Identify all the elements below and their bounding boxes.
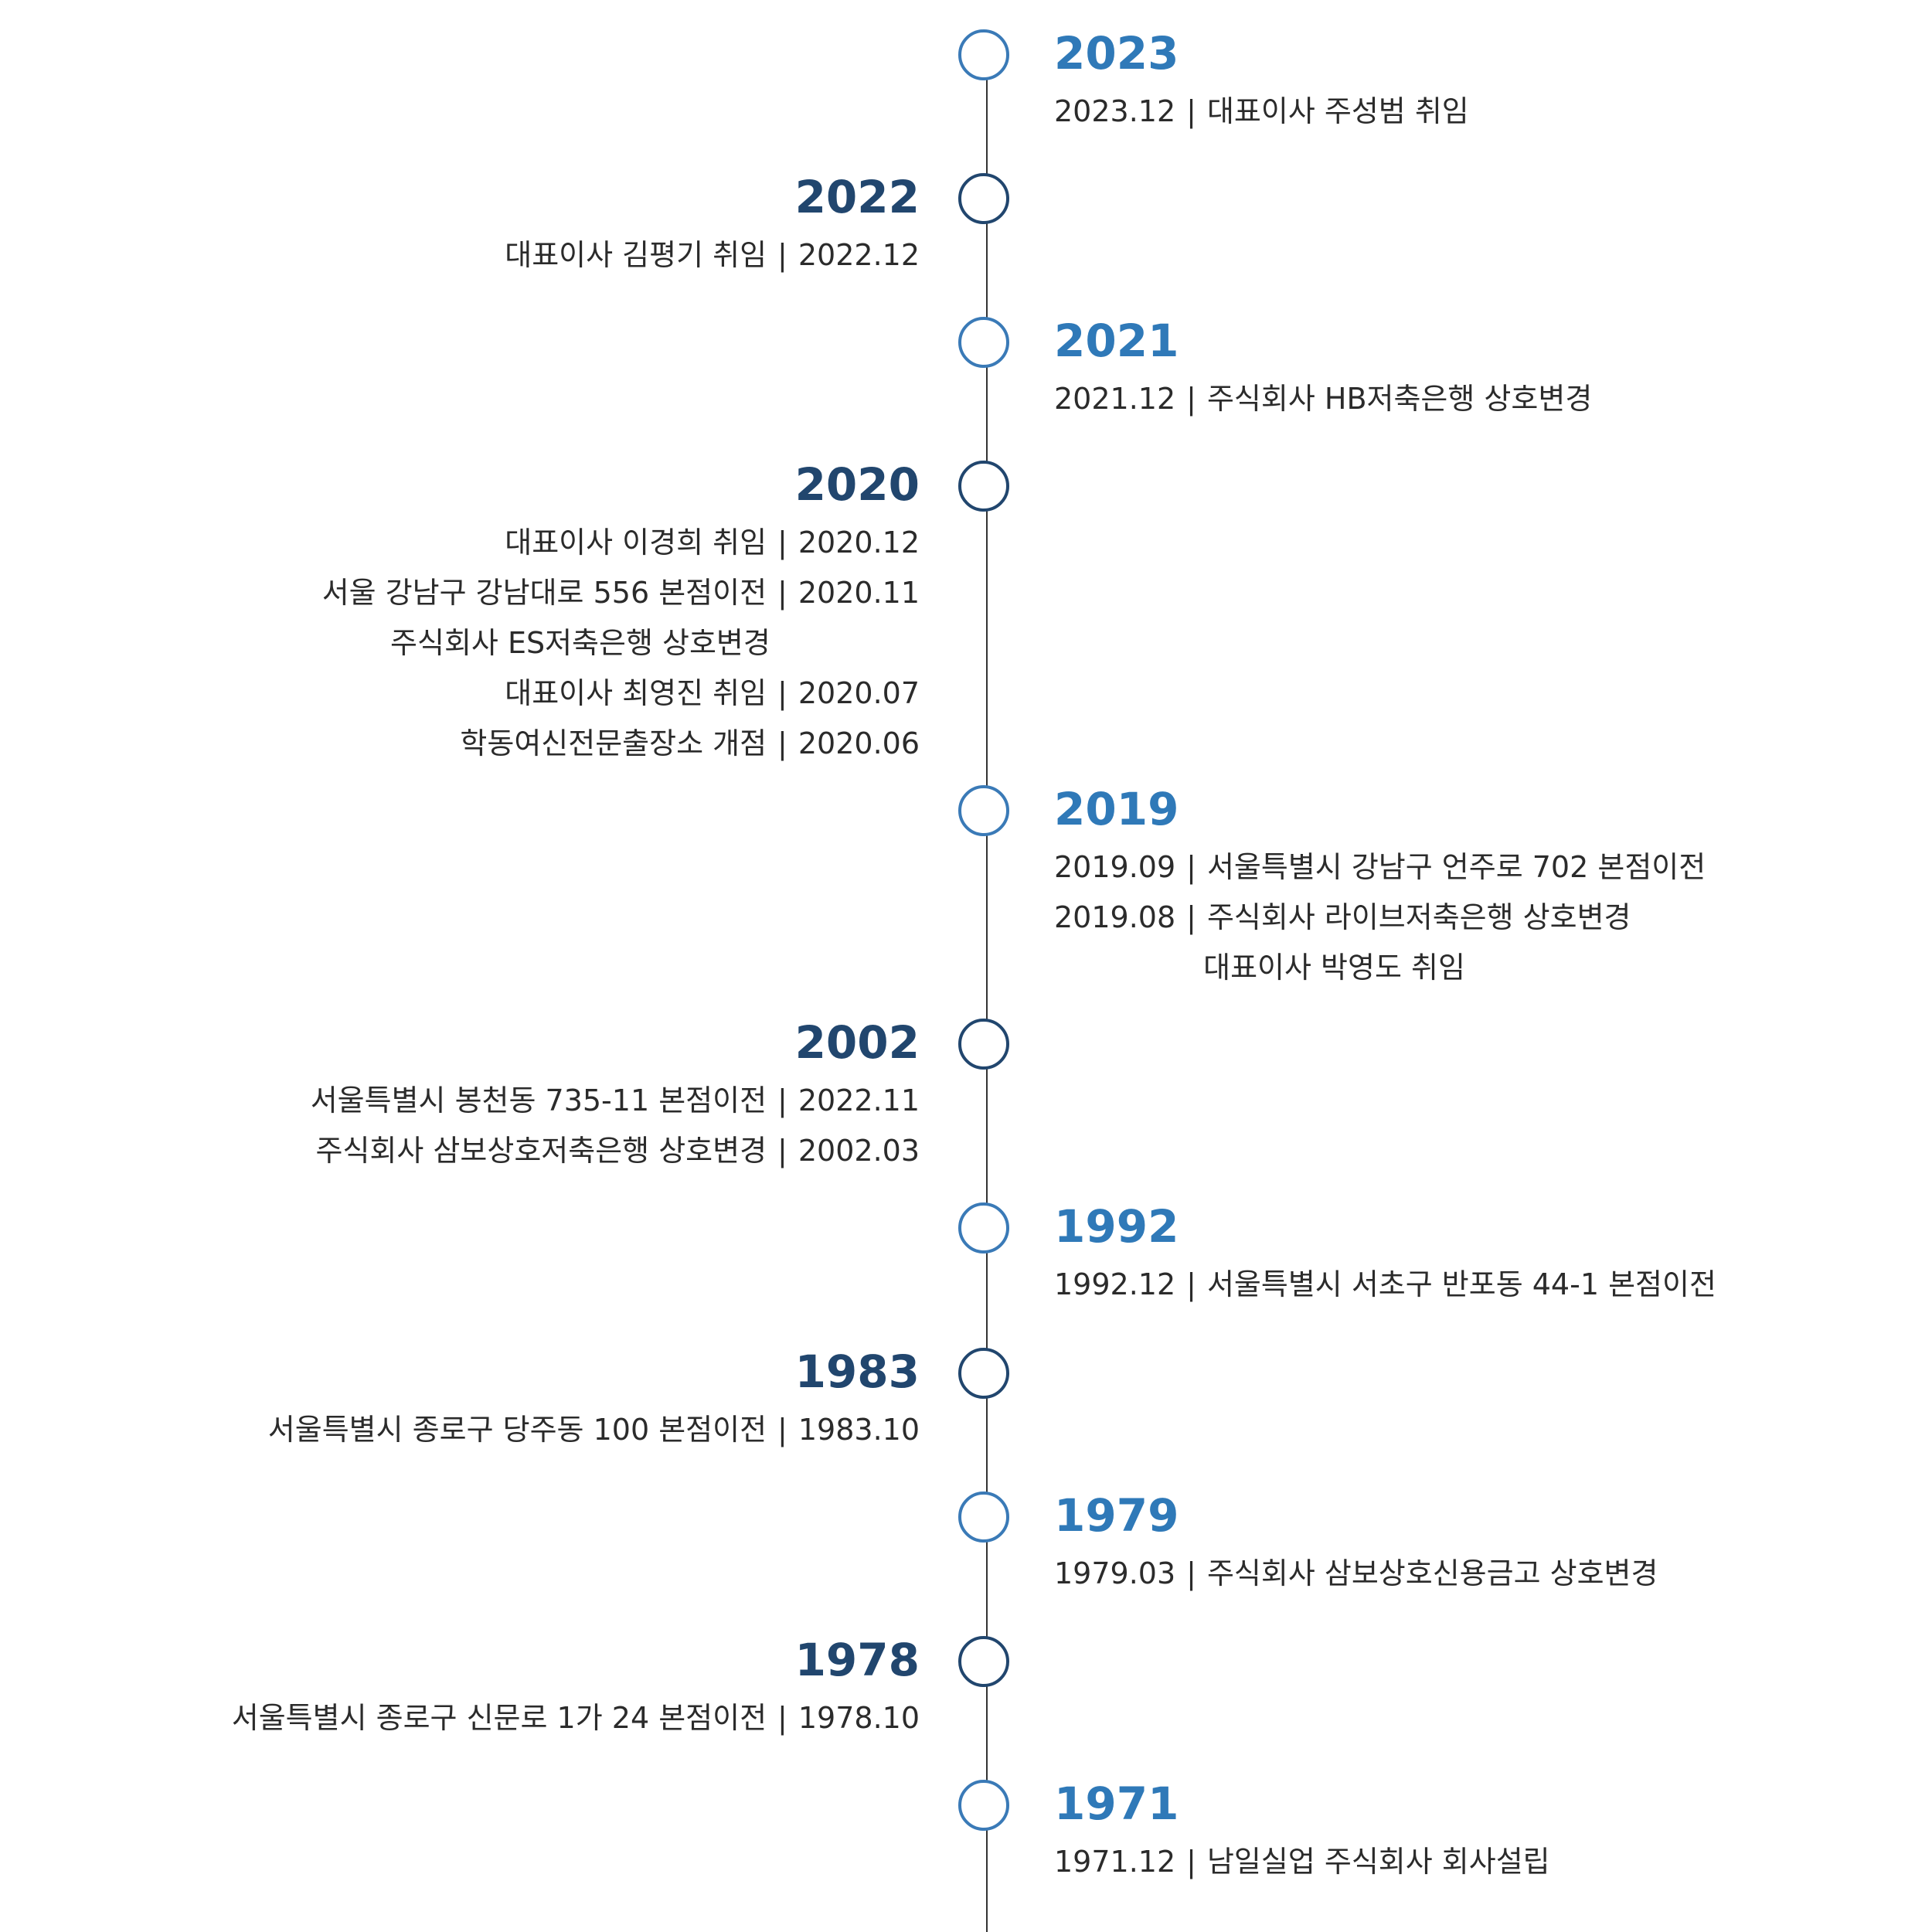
history-item-date: 2022.11	[798, 1083, 920, 1117]
timeline-node-1978	[958, 1636, 1009, 1687]
history-item-date: 1971.12	[1054, 1845, 1176, 1879]
history-item-text: 주식회사 ES저축은행 상호변경	[390, 626, 770, 660]
history-item-text: 서울특별시 봉천동 735-11 본점이전	[310, 1083, 767, 1117]
history-item-text: 서울특별시 종로구 당주동 100 본점이전	[267, 1413, 767, 1447]
year-label-1978: 1978	[794, 1634, 920, 1686]
history-item-text: 주식회사 라이브저축은행 상호변경	[1206, 900, 1631, 934]
history-item: 서울특별시 종로구 신문로 1가 24 본점이전 | 1978.10	[232, 1699, 920, 1736]
history-item-separator: |	[1186, 1267, 1196, 1301]
history-item: 주식회사 ES저축은행 상호변경	[390, 624, 920, 662]
year-label-1971: 1971	[1054, 1777, 1179, 1830]
history-item-date: 1979.03	[1054, 1556, 1176, 1590]
year-label-2021: 2021	[1054, 315, 1179, 367]
history-item-text: 대표이사 최영진 취임	[505, 676, 767, 710]
history-item-date: 2019.09	[1054, 850, 1176, 884]
year-label-2002: 2002	[794, 1016, 920, 1069]
history-item-date: 2021.12	[1054, 382, 1176, 416]
timeline-node-2002	[958, 1019, 1009, 1070]
history-item: 주식회사 삼보상호저축은행 상호변경 | 2002.03	[316, 1132, 920, 1169]
history-item-text: 서울특별시 종로구 신문로 1가 24 본점이전	[231, 1701, 767, 1735]
history-item-separator: |	[1186, 94, 1196, 128]
timeline-node-2023	[958, 29, 1009, 80]
history-item-separator: |	[777, 1413, 787, 1447]
history-item-date: 2022.12	[798, 238, 920, 272]
history-item-date: 2002.03	[798, 1134, 920, 1168]
history-item-text: 서울특별시 강남구 언주로 702 본점이전	[1206, 850, 1706, 884]
history-item-separator: |	[1186, 1845, 1196, 1879]
history-item-date: 2020.11	[798, 576, 920, 610]
history-item-separator: |	[1186, 1556, 1196, 1590]
year-label-2022: 2022	[794, 171, 920, 223]
history-item-text: 남일실업 주식회사 회사설립	[1206, 1845, 1550, 1879]
history-item: 서울특별시 봉천동 735-11 본점이전 | 2022.11	[311, 1082, 920, 1119]
history-item-date: 2020.07	[798, 676, 920, 710]
history-item: 1971.12 | 남일실업 주식회사 회사설립	[1054, 1843, 1550, 1880]
timeline-node-1971	[958, 1780, 1009, 1831]
history-item: 2023.12 | 대표이사 주성범 취임	[1054, 93, 1469, 130]
history-item: 2021.12 | 주식회사 HB저축은행 상호변경	[1054, 380, 1592, 417]
history-item-separator: |	[777, 238, 787, 272]
timeline-node-2022	[958, 173, 1009, 224]
history-item-text: 대표이사 박영도 취임	[1203, 951, 1465, 985]
history-item-text: 서울특별시 서초구 반포동 44-1 본점이전	[1206, 1267, 1716, 1301]
history-item-separator: |	[777, 526, 787, 560]
history-item: 대표이사 최영진 취임 | 2020.07	[505, 675, 920, 712]
year-label-1992: 1992	[1054, 1200, 1179, 1253]
history-item-separator: |	[777, 576, 787, 610]
year-label-2019: 2019	[1054, 783, 1179, 835]
history-item-separator: |	[1186, 382, 1196, 416]
history-item-text: 서울 강남구 강남대로 556 본점이전	[321, 576, 767, 610]
timeline-node-1992	[958, 1202, 1009, 1253]
history-item-date: 1978.10	[798, 1701, 920, 1735]
history-item: 대표이사 이경희 취임 | 2020.12	[505, 524, 920, 561]
history-item-date: 1992.12	[1054, 1267, 1176, 1301]
history-item-date: 2019.08	[1054, 900, 1176, 934]
history-item: 1992.12 | 서울특별시 서초구 반포동 44-1 본점이전	[1054, 1266, 1716, 1303]
history-item: 1979.03 | 주식회사 삼보상호신용금고 상호변경	[1054, 1555, 1658, 1592]
history-item-text: 학동여신전문출장소 개점	[460, 726, 767, 760]
history-item-text: 주식회사 HB저축은행 상호변경	[1206, 382, 1593, 416]
history-item: 학동여신전문출장소 개점 | 2020.06	[460, 725, 920, 762]
history-item-separator: |	[777, 1134, 787, 1168]
year-label-2023: 2023	[1054, 27, 1179, 80]
history-item-text: 주식회사 삼보상호저축은행 상호변경	[315, 1134, 767, 1168]
timeline-node-2021	[958, 317, 1009, 368]
year-label-1979: 1979	[1054, 1489, 1179, 1542]
timeline-node-1983	[958, 1348, 1009, 1399]
history-item: 서울 강남구 강남대로 556 본점이전 | 2020.11	[322, 574, 920, 611]
history-item: 2019.08 | 주식회사 라이브저축은행 상호변경	[1054, 899, 1631, 936]
history-item-date: 1983.10	[798, 1413, 920, 1447]
history-item-date: 2023.12	[1054, 94, 1176, 128]
history-item-separator: |	[1186, 900, 1196, 934]
history-item-separator: |	[1186, 850, 1196, 884]
history-item-separator: |	[777, 726, 787, 760]
timeline-node-1979	[958, 1492, 1009, 1543]
history-item-date: 2020.06	[798, 726, 920, 760]
history-item-text: 대표이사 김평기 취임	[505, 238, 767, 272]
year-label-1983: 1983	[794, 1345, 920, 1398]
timeline-node-2019	[958, 785, 1009, 836]
history-item-text: 대표이사 이경희 취임	[505, 526, 767, 560]
history-item-text: 주식회사 삼보상호신용금고 상호변경	[1206, 1556, 1658, 1590]
history-item-separator: |	[777, 676, 787, 710]
history-item: 2019.09 | 서울특별시 강남구 언주로 702 본점이전	[1054, 849, 1706, 886]
year-label-2020: 2020	[794, 458, 920, 511]
history-item-separator: |	[777, 1083, 787, 1117]
timeline-node-2020	[958, 461, 1009, 512]
history-item: 서울특별시 종로구 당주동 100 본점이전 | 1983.10	[268, 1411, 920, 1448]
timeline-axis	[986, 62, 988, 1932]
history-item-text: 대표이사 주성범 취임	[1206, 94, 1469, 128]
history-item-separator: |	[777, 1701, 787, 1735]
history-item: 대표이사 김평기 취임 | 2022.12	[505, 236, 920, 274]
history-item: 대표이사 박영도 취임	[1054, 949, 1465, 986]
history-item-date: 2020.12	[798, 526, 920, 560]
